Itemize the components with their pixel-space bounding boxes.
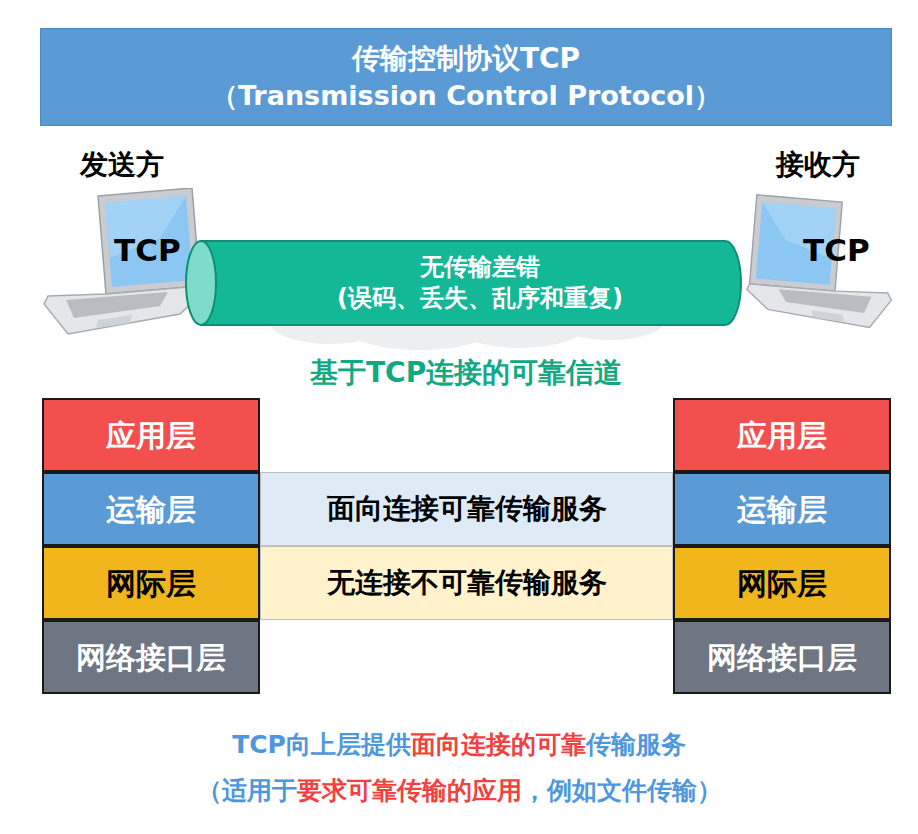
node-text: 无连接不可靠传输服务 [327,565,607,601]
layer-box: 运输层 [42,472,260,546]
caption-segment: 面向连接的可靠 [411,730,586,759]
node-text: 应用层 [106,416,196,455]
side-label: 接收方 [776,146,860,184]
channel-pipe: 无传输差错(误码、丢失、乱序和重复) [185,238,745,328]
node-text: 网际层 [737,564,827,603]
layer-box: 网络接口层 [673,620,891,694]
node-text: 网际层 [106,564,196,603]
laptop-node: TCP [745,188,895,338]
caption-segment: ，例如文件传输） [522,776,722,805]
node-text: 无传输差错 [420,252,540,283]
caption-segment: 要求可靠传输的应用 [297,776,522,805]
title-band: 传输控制协议TCP（Transmission Control Protocol） [40,28,892,126]
channel-label: 基于TCP连接的可靠信道 [310,354,622,392]
pipe-cylinder [185,238,745,328]
side-label: 发送方 [80,146,164,184]
layer-box: 面向连接可靠传输服务 [260,472,673,546]
layer-box: 无连接不可靠传输服务 [260,546,673,620]
laptop-node: TCP [40,188,205,338]
caption-segment: 传输服务 [586,730,686,759]
caption-segment: （适用于 [197,776,297,805]
node-text: 应用层 [737,416,827,455]
layer-box: 网际层 [42,546,260,620]
node-text: (误码、丢失、乱序和重复) [337,283,623,314]
layer-box: 应用层 [673,398,891,472]
layer-box: 应用层 [42,398,260,472]
layer-box: 网际层 [673,546,891,620]
node-text: 面向连接可靠传输服务 [327,491,607,527]
layer-box: 网络接口层 [42,620,260,694]
node-text: 传输控制协议TCP [352,41,580,77]
node-text: 运输层 [106,490,196,529]
node-text: （Transmission Control Protocol） [211,78,721,113]
node-text: 网络接口层 [76,638,226,677]
caption-segment: TCP向上层提供 [232,730,411,759]
caption-line: （适用于要求可靠传输的应用，例如文件传输） [0,774,918,807]
layer-box: 运输层 [673,472,891,546]
node-text: 网络接口层 [707,638,857,677]
node-text: TCP [114,230,181,270]
node-text: 运输层 [737,490,827,529]
caption-line: TCP向上层提供面向连接的可靠传输服务 [0,728,918,761]
node-text: TCP [803,230,870,270]
